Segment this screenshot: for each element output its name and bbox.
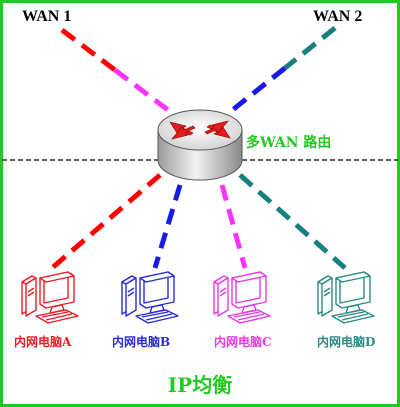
router-label: 多WAN 路由 — [246, 134, 331, 151]
wan2-link-blue — [228, 66, 287, 114]
pc-label-c: 内网电脑C — [214, 334, 272, 349]
pc-label-a: 内网电脑A — [14, 334, 72, 349]
lan-link-c — [219, 184, 248, 269]
pc-label-b: 内网电脑B — [112, 334, 170, 349]
wan1-label: WAN 1 — [22, 8, 71, 25]
wan1-link-red — [60, 28, 117, 72]
wan2-link-teal — [283, 26, 337, 70]
computer-icon-b — [121, 271, 179, 324]
wan1-link-magenta — [113, 68, 174, 115]
router-icon — [157, 109, 243, 181]
diagram-title: IP均衡 — [168, 373, 232, 397]
computer-icon-d — [317, 271, 375, 324]
lan-link-b — [152, 184, 183, 269]
pc-label-d: 内网电脑D — [317, 334, 375, 349]
computer-icon-a — [21, 271, 79, 324]
computer-icon-c — [213, 271, 271, 324]
wan2-label: WAN 2 — [313, 8, 362, 25]
computer-group — [21, 271, 375, 324]
